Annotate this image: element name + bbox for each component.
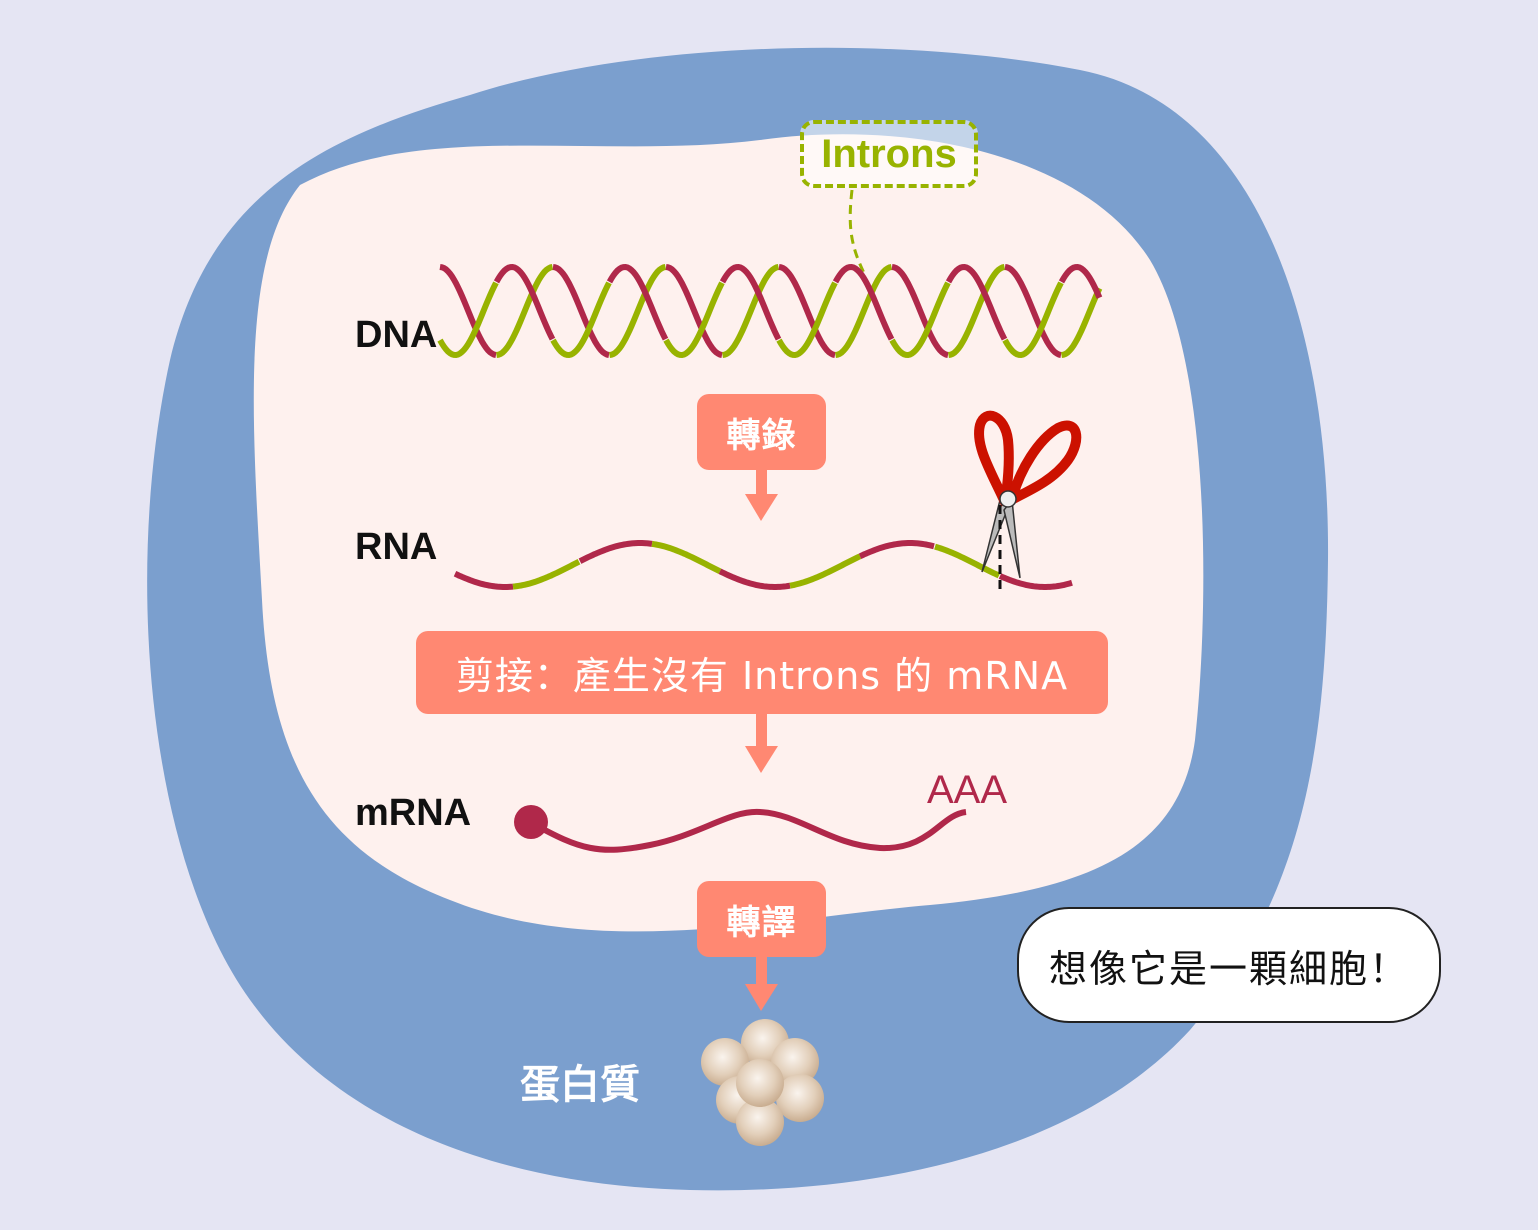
dna-segment bbox=[609, 264, 667, 358]
introns-connector bbox=[848, 189, 867, 276]
dna-segment bbox=[437, 281, 499, 359]
rna-exon-segment bbox=[453, 570, 514, 590]
protein-cluster-icon bbox=[701, 1019, 824, 1146]
rna-exon-segment bbox=[578, 540, 653, 564]
dna-segment bbox=[835, 264, 893, 358]
protein-subunit bbox=[771, 1038, 819, 1086]
dna-segment bbox=[891, 264, 949, 358]
dna-helix bbox=[437, 263, 1103, 359]
dna-segment bbox=[665, 264, 723, 358]
dna-segment bbox=[496, 264, 554, 358]
dna-segment bbox=[948, 264, 1006, 358]
introns-callout: Introns bbox=[800, 120, 978, 188]
arrow-transcription bbox=[745, 468, 778, 521]
dna-segment bbox=[722, 264, 780, 358]
dna-segment bbox=[493, 263, 556, 341]
dna-label: DNA bbox=[355, 314, 438, 356]
dna-segment bbox=[832, 263, 895, 341]
rna-strand bbox=[453, 540, 1073, 590]
dna-segment bbox=[945, 263, 1008, 341]
mrna-strand bbox=[514, 805, 967, 853]
dna-segment bbox=[778, 264, 836, 358]
dna-segment bbox=[776, 281, 838, 359]
rna-intron-segment bbox=[512, 559, 581, 590]
dna-segment bbox=[439, 264, 497, 358]
poly-a-tail-label: AAA bbox=[927, 768, 1008, 812]
step-translation: 轉譯 bbox=[697, 881, 826, 957]
5-prime-cap-icon bbox=[514, 805, 548, 839]
dna-segment bbox=[1061, 287, 1103, 358]
dna-segment bbox=[606, 263, 669, 341]
rna-intron-segment bbox=[789, 553, 862, 589]
protein-subunit bbox=[701, 1038, 749, 1086]
dna-segment bbox=[1004, 264, 1062, 358]
scissors-icon bbox=[974, 410, 1082, 595]
rna-exon-segment bbox=[998, 573, 1073, 590]
dna-segment bbox=[550, 281, 612, 359]
dna-segment bbox=[1058, 263, 1103, 299]
dna-segment bbox=[1002, 281, 1064, 359]
protein-label: 蛋白質 bbox=[520, 1062, 640, 1108]
protein-subunit bbox=[736, 1098, 784, 1146]
rna-label: RNA bbox=[355, 526, 438, 568]
dna-segment bbox=[889, 281, 951, 359]
arrow-translation bbox=[745, 954, 778, 1011]
dna-segment bbox=[552, 264, 610, 358]
dna-segment bbox=[719, 263, 782, 341]
rna-intron-segment bbox=[934, 543, 1001, 579]
dna-segment bbox=[663, 281, 725, 359]
arrow-splicing bbox=[745, 712, 778, 773]
mrna-backbone bbox=[530, 808, 967, 853]
protein-subunit bbox=[776, 1074, 824, 1122]
rna-exon-segment bbox=[858, 540, 935, 560]
step-splicing: 剪接：產生沒有 Introns 的 mRNA bbox=[416, 631, 1108, 714]
rna-intron-segment bbox=[651, 540, 722, 574]
rna-exon-segment bbox=[718, 568, 791, 590]
mrna-label: mRNA bbox=[355, 792, 472, 834]
protein-subunit bbox=[736, 1059, 784, 1107]
speech-bubble: 想像它是一顆細胞！ bbox=[1017, 907, 1441, 1023]
step-transcription: 轉錄 bbox=[697, 394, 826, 470]
